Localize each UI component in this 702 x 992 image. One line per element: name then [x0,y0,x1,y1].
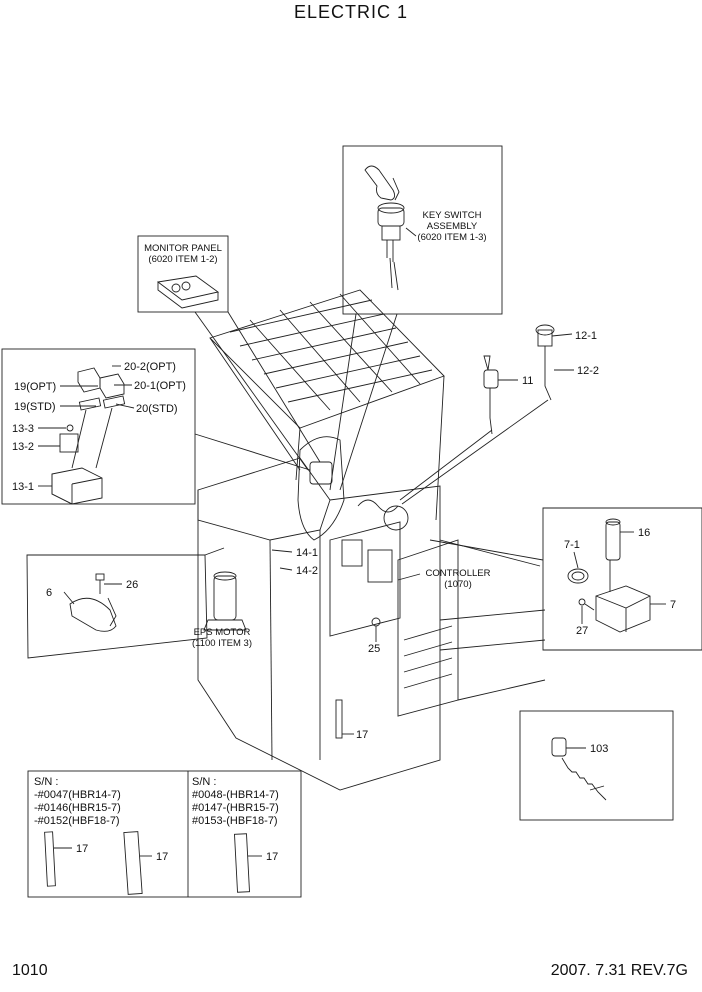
part-7: 7 [670,599,676,611]
serial-box [27,770,302,898]
part-14-1: 14-1 [296,547,318,559]
pedal-box [26,554,208,659]
serial-right-0: S/N : [192,776,216,788]
page-number: 1010 [12,962,48,979]
controller-plate [329,521,401,637]
part-13-1: 13-1 [12,481,34,493]
part-27: 27 [576,625,588,637]
part-7-1: 7-1 [564,539,580,551]
part-20-std: 20(STD) [136,403,178,415]
eps-motor-label-1: EPS MOTOR [194,627,251,638]
key-icon [364,165,396,201]
monitor-panel-label-2: (6020 ITEM 1-2) [148,254,217,265]
monitor-panel-label-1: MONITOR PANEL [144,243,222,254]
button-12-1 [535,324,555,336]
tiller-head [297,436,345,541]
part-14-2: 14-2 [296,565,318,577]
bolt-27 [578,598,586,606]
clamp-7-1 [567,568,589,584]
monitor-panel-leader [227,311,321,463]
serial-left-0: S/N : [34,776,58,788]
part-17-truck: 17 [356,729,368,741]
key-switch-leader [329,313,357,491]
part-19-opt: 19(OPT) [14,381,56,393]
horn-103 [551,737,567,757]
part-13-3: 13-3 [12,423,34,435]
part-11: 11 [522,375,533,387]
switch-13-2 [59,433,79,453]
part-12-2: 12-2 [577,365,599,377]
truck-body [197,289,546,791]
serial-right-2: #0147-(HBR15-7) [192,802,279,814]
pedal-6 [69,597,117,632]
contactor-7 [595,585,651,633]
fuse-16 [605,521,621,561]
key-switch-label-3: (6020 ITEM 1-3) [417,232,486,243]
key-switch-body [377,207,405,227]
part-13-2: 13-2 [12,441,34,453]
eps-motor [213,575,237,621]
part-20-2: 20-2(OPT) [124,361,176,373]
toggle-11 [483,369,499,389]
controller-parts-box [542,507,702,651]
key-switch-box [342,145,503,315]
controller-label-1: CONTROLLER [426,568,491,579]
part-19-std: 19(STD) [14,401,56,413]
strap-right [234,833,250,893]
serial-part-right: 17 [266,851,278,863]
part-20-1: 20-1(OPT) [134,380,186,392]
part-26: 26 [126,579,138,591]
key-switch-label-2: ASSEMBLY [427,221,478,232]
serial-right-3: #0153-(HBF18-7) [192,815,278,827]
monitor-on-truck [309,461,333,485]
eps-motor-label-2: (1100 ITEM 3) [192,638,252,649]
switch-group-box [1,348,196,505]
strap-left-a [44,831,56,887]
serial-left-2: -#0146(HBR15-7) [34,802,121,814]
key-switch-label-1: KEY SWITCH [423,210,482,221]
serial-right-1: #0048-(HBR14-7) [192,789,279,801]
revision-date: 2007. 7.31 REV.7G [550,962,688,979]
controller-label-2: (1070) [444,579,471,590]
monitor-panel-box [137,235,229,313]
horn-box [519,710,674,821]
part-25: 25 [368,643,380,655]
switch-housing-13-1 [51,467,103,505]
page-title: ELECTRIC 1 [293,2,409,22]
part-16: 16 [638,527,650,539]
serial-part-left-b: 17 [156,851,168,863]
serial-part-left-a: 17 [76,843,88,855]
serial-left-1: -#0047(HBR14-7) [34,789,121,801]
part-6: 6 [46,587,52,599]
serial-left-3: -#0152(HBF18-7) [34,815,120,827]
part-103: 103 [590,743,608,755]
strap-left-b [123,831,143,895]
part-12-1: 12-1 [575,330,597,342]
